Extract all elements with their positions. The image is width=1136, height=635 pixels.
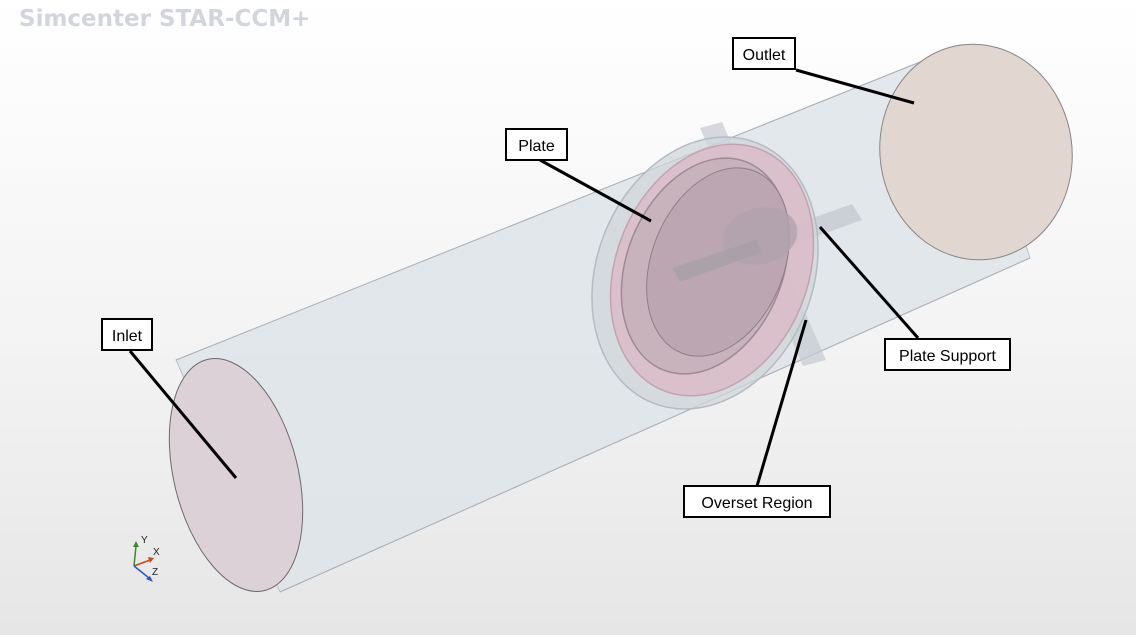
plate-callout-label[interactable]: Plate [505,128,568,161]
overset-region-callout-label[interactable]: Overset Region [683,485,831,518]
x-axis-arrow [148,557,154,563]
outlet-callout-label[interactable]: Outlet [732,37,796,70]
axis-triad: Y X Z [133,535,160,582]
inlet-callout-label[interactable]: Inlet [101,318,153,351]
app-watermark: Simcenter STAR-CCM+ [19,6,311,32]
inlet-leader [128,350,238,479]
y-axis-arrow [133,541,139,547]
leader-lines [128,68,920,487]
plate-support-leader [818,226,920,339]
plate-leader [539,158,652,223]
z-axis-arrow [146,576,153,582]
pipe-top-edge [175,45,961,361]
plate-support-callout-label[interactable]: Plate Support [884,338,1011,371]
plate-support-arm-front [672,240,762,282]
y-axis-label: Y [141,535,148,546]
x-axis-label: X [153,547,160,558]
pipe-bottom-edge [279,257,1031,593]
y-axis-line [133,545,137,567]
inlet-face[interactable] [147,345,325,606]
z-axis-line [133,565,150,579]
plate[interactable] [591,133,820,399]
x-axis-line [133,559,151,567]
outlet-leader [795,68,915,105]
overset-region-leader [755,319,808,487]
z-axis-label: Z [152,567,158,578]
outlet-face[interactable] [866,32,1086,273]
